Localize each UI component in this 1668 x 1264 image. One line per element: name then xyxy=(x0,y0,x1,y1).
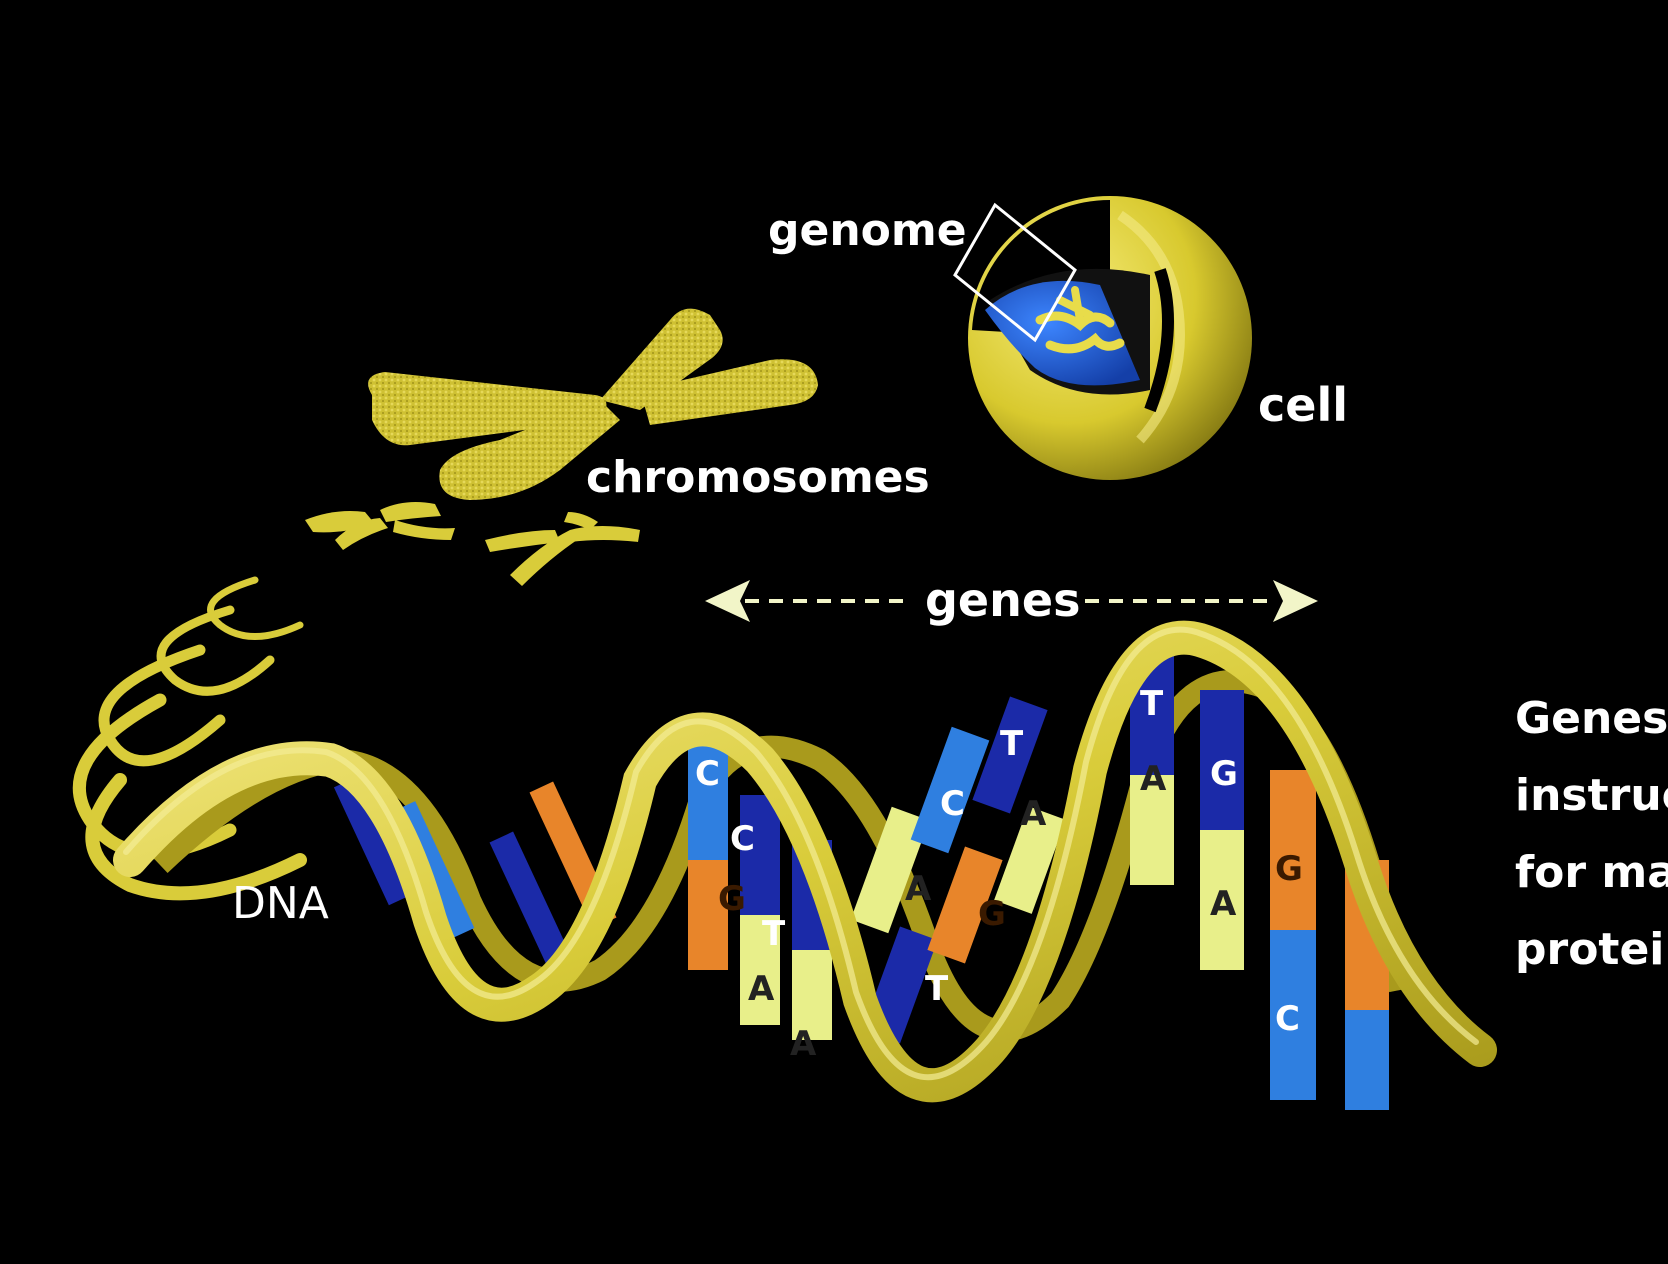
base-letter: C xyxy=(695,754,720,794)
base-letter: A xyxy=(1140,759,1167,799)
base-letter: G xyxy=(1210,754,1238,794)
base-letters: C C G T A A A T C G T A T A G G A C xyxy=(695,684,1303,1064)
side-caption: Genes instruc for ma protei xyxy=(1515,680,1668,988)
base-pairs xyxy=(333,655,1389,1110)
base-letter: A xyxy=(905,869,932,909)
side-caption-line: for ma xyxy=(1515,847,1668,898)
genome-label: genome xyxy=(768,205,967,256)
base-letter: T xyxy=(1000,724,1024,764)
cell-label: cell xyxy=(1258,378,1349,432)
side-caption-line: instruc xyxy=(1515,770,1668,821)
side-caption-line: protei xyxy=(1515,924,1665,975)
side-caption-line: Genes xyxy=(1515,693,1668,744)
base-letter: A xyxy=(1210,884,1237,924)
base-letter: A xyxy=(748,969,775,1009)
base-letter: G xyxy=(1275,849,1303,889)
genes-arrow-icon xyxy=(705,580,1318,622)
chromosomes-label: chromosomes xyxy=(586,452,930,503)
base-letter: T xyxy=(925,969,949,1009)
base-rung xyxy=(688,745,728,860)
base-letter: T xyxy=(762,914,786,954)
base-letter: G xyxy=(718,879,746,919)
dna-helix-icon xyxy=(113,620,1497,1110)
chromosome-icon xyxy=(368,308,818,500)
base-letter: A xyxy=(1020,794,1047,834)
base-letter: C xyxy=(730,819,755,859)
cell-icon xyxy=(953,196,1252,480)
base-letter: T xyxy=(1140,684,1164,724)
small-chromosome-icon xyxy=(305,502,640,586)
base-letter: A xyxy=(790,1024,817,1064)
base-letter: C xyxy=(1275,999,1300,1039)
dna-label: DNA xyxy=(232,878,329,929)
base-letter: G xyxy=(978,894,1006,934)
genes-label: genes xyxy=(925,573,1081,627)
base-letter: C xyxy=(940,784,965,824)
